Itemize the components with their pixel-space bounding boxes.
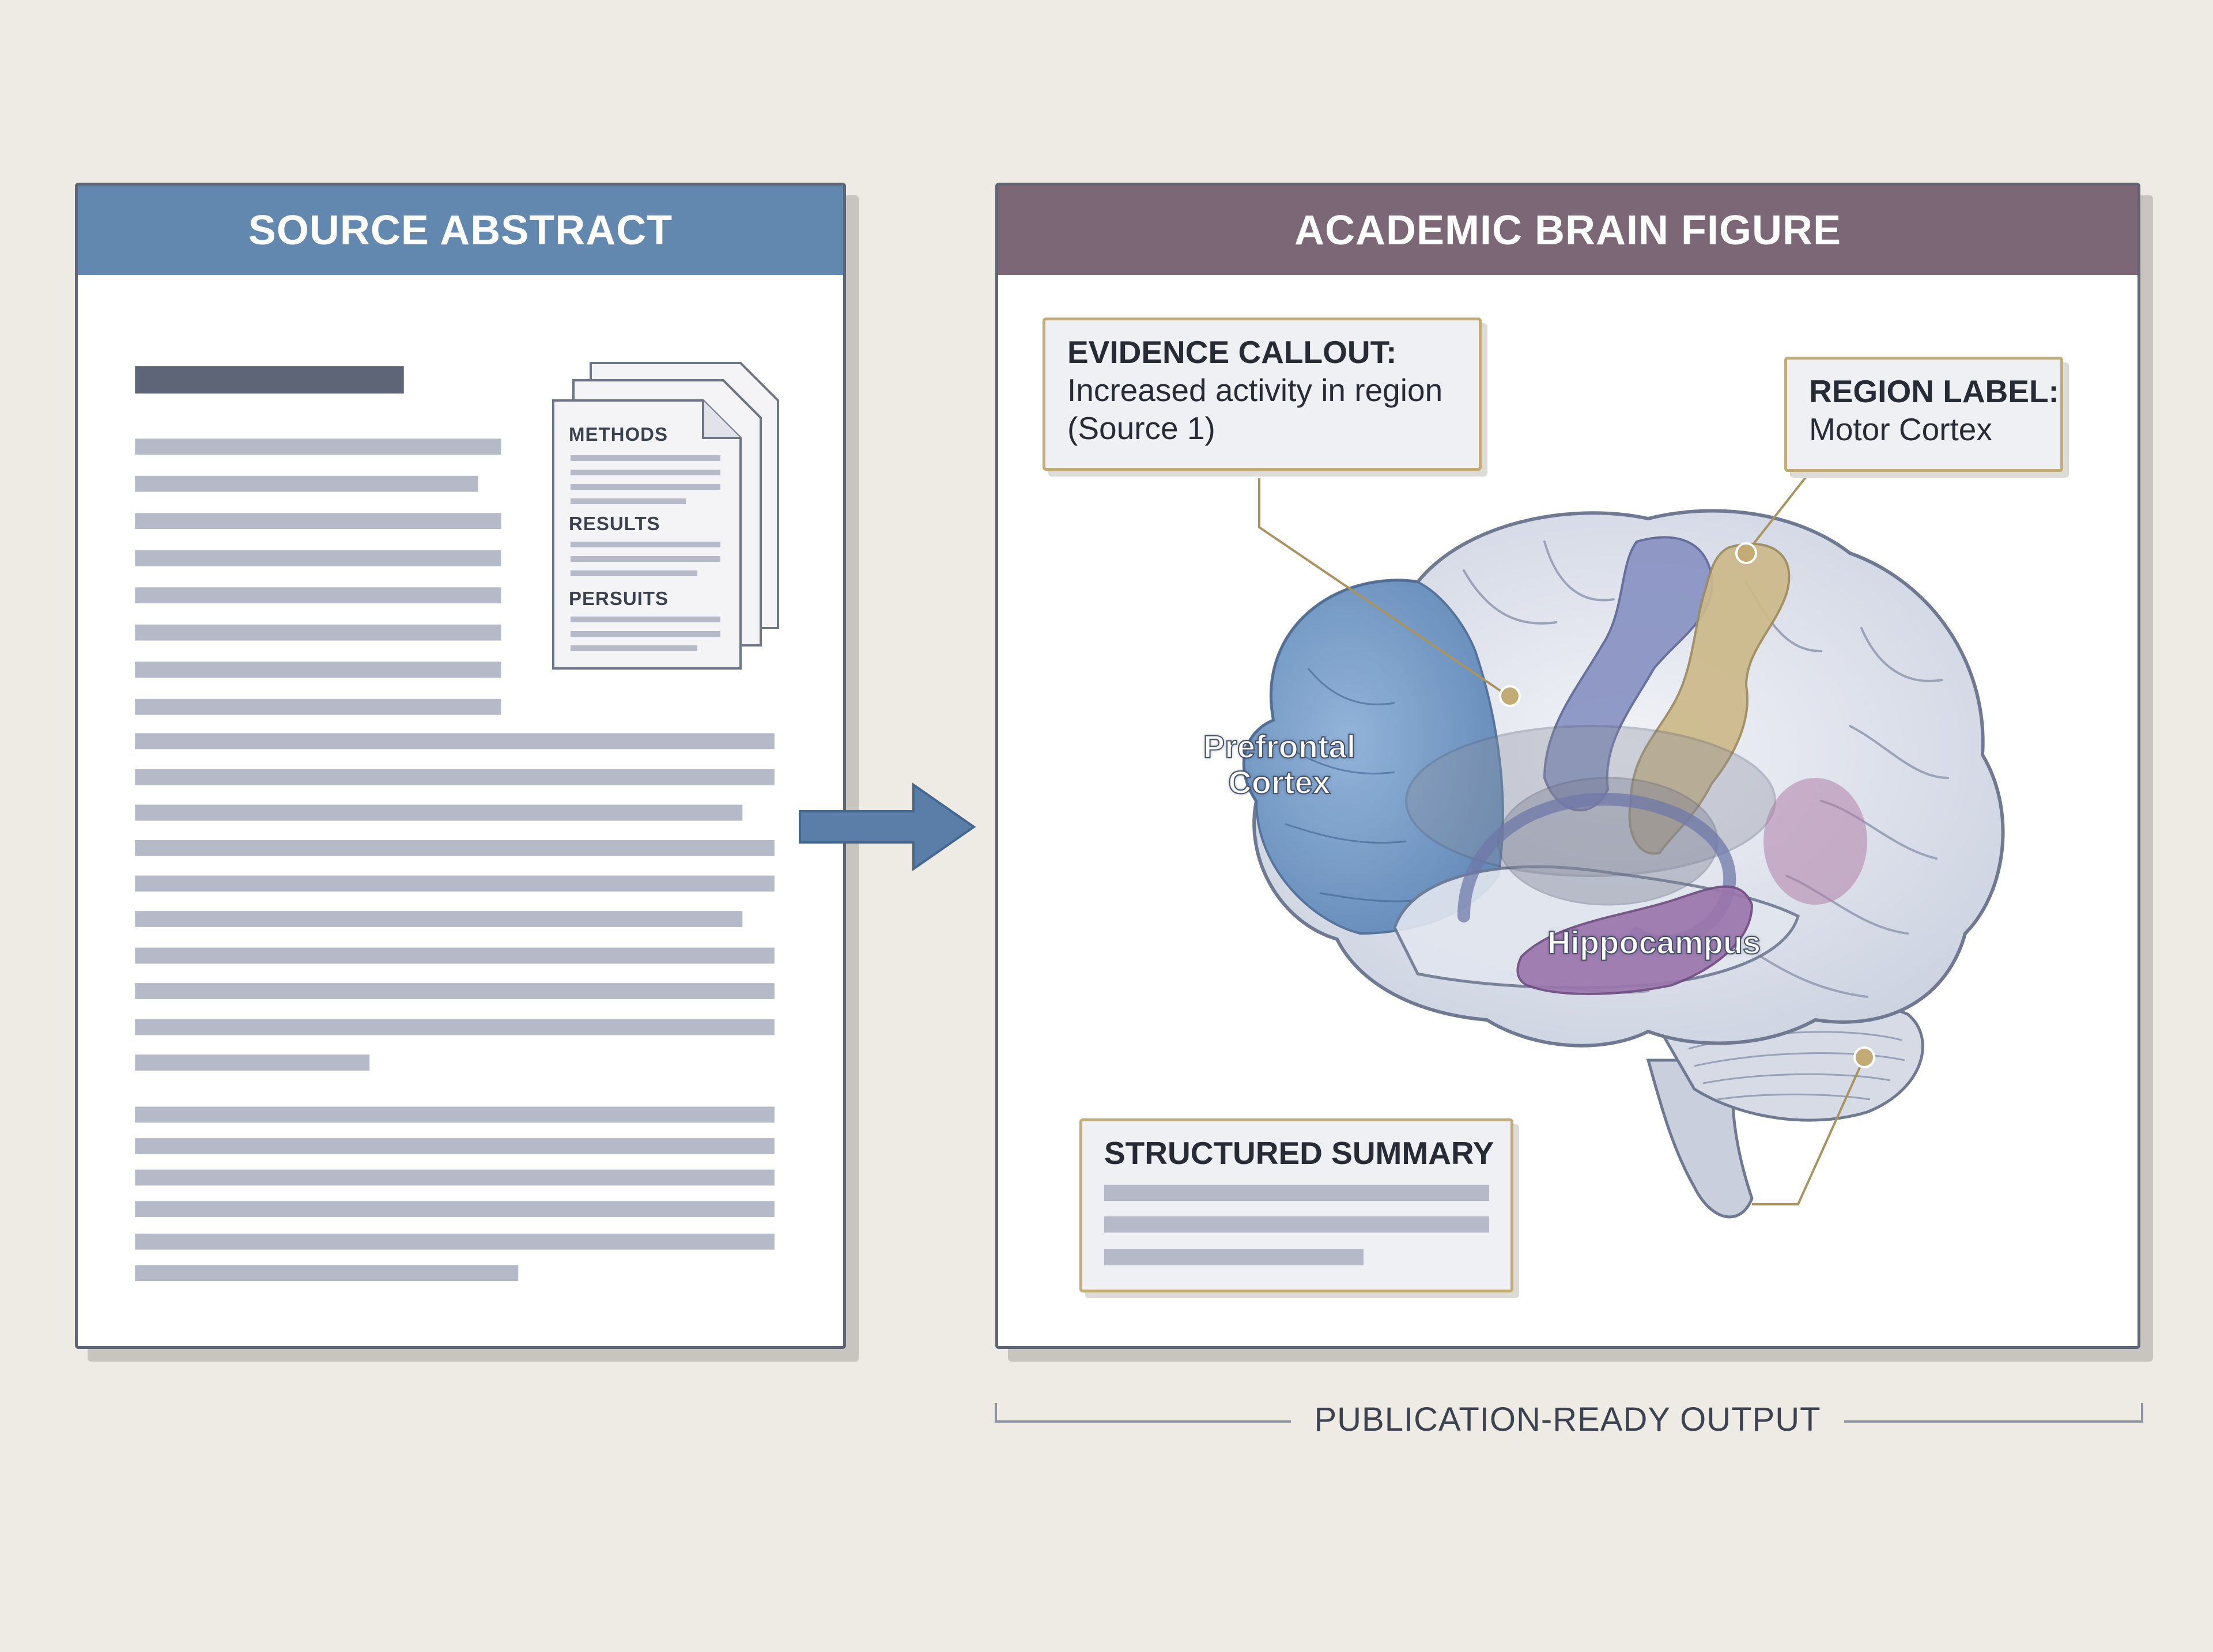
abstract-paragraph-3 <box>135 1106 775 1281</box>
abstract-paragraph-2 <box>135 733 775 1071</box>
abstract-heading-bar <box>135 366 404 394</box>
abstract-paragraph-1 <box>135 438 501 715</box>
publication-ready-output-label: PUBLICATION-READY OUTPUT <box>1291 1400 1844 1439</box>
doc-section-persuits: PERSUITS <box>569 588 669 609</box>
summary-callout-title: STRUCTURED SUMMARY <box>1104 1135 1494 1171</box>
hippocampus-region <box>1516 885 1754 995</box>
region-label-callout: REGION LABEL: Motor Cortex <box>1784 357 2063 472</box>
flow-arrow-icon <box>799 782 976 871</box>
posterior-region <box>1763 778 1867 905</box>
summary-line <box>1104 1249 1364 1265</box>
region-callout-text: Motor Cortex <box>1809 411 1992 447</box>
brain-figure-title: ACADEMIC BRAIN FIGURE <box>998 186 2138 275</box>
doc-section-methods: METHODS <box>569 424 668 445</box>
summary-line <box>1104 1185 1489 1201</box>
document-stack-icon <box>552 362 779 670</box>
region-callout-title: REGION LABEL: <box>1809 373 2059 409</box>
hippocampus-label: Hippocampus <box>1547 924 1761 961</box>
evidence-callout-line-2: (Source 1) <box>1067 410 1215 446</box>
summary-line <box>1104 1216 1489 1233</box>
evidence-callout-title: EVIDENCE CALLOUT: <box>1067 334 1397 370</box>
structured-summary-callout: STRUCTURED SUMMARY <box>1079 1118 1513 1292</box>
evidence-callout-line-1: Increased activity in region <box>1067 372 1443 408</box>
abstract-text-lines <box>135 366 775 1281</box>
motor-cortex-region <box>1628 542 1791 855</box>
source-abstract-title: SOURCE ABSTRACT <box>78 186 843 275</box>
prefrontal-cortex-label: Prefrontal Cortex <box>1203 728 1357 801</box>
evidence-callout: EVIDENCE CALLOUT: Increased activity in … <box>1043 317 1482 471</box>
brain-illustration <box>1242 478 2005 1219</box>
doc-section-results: RESULTS <box>569 513 660 534</box>
